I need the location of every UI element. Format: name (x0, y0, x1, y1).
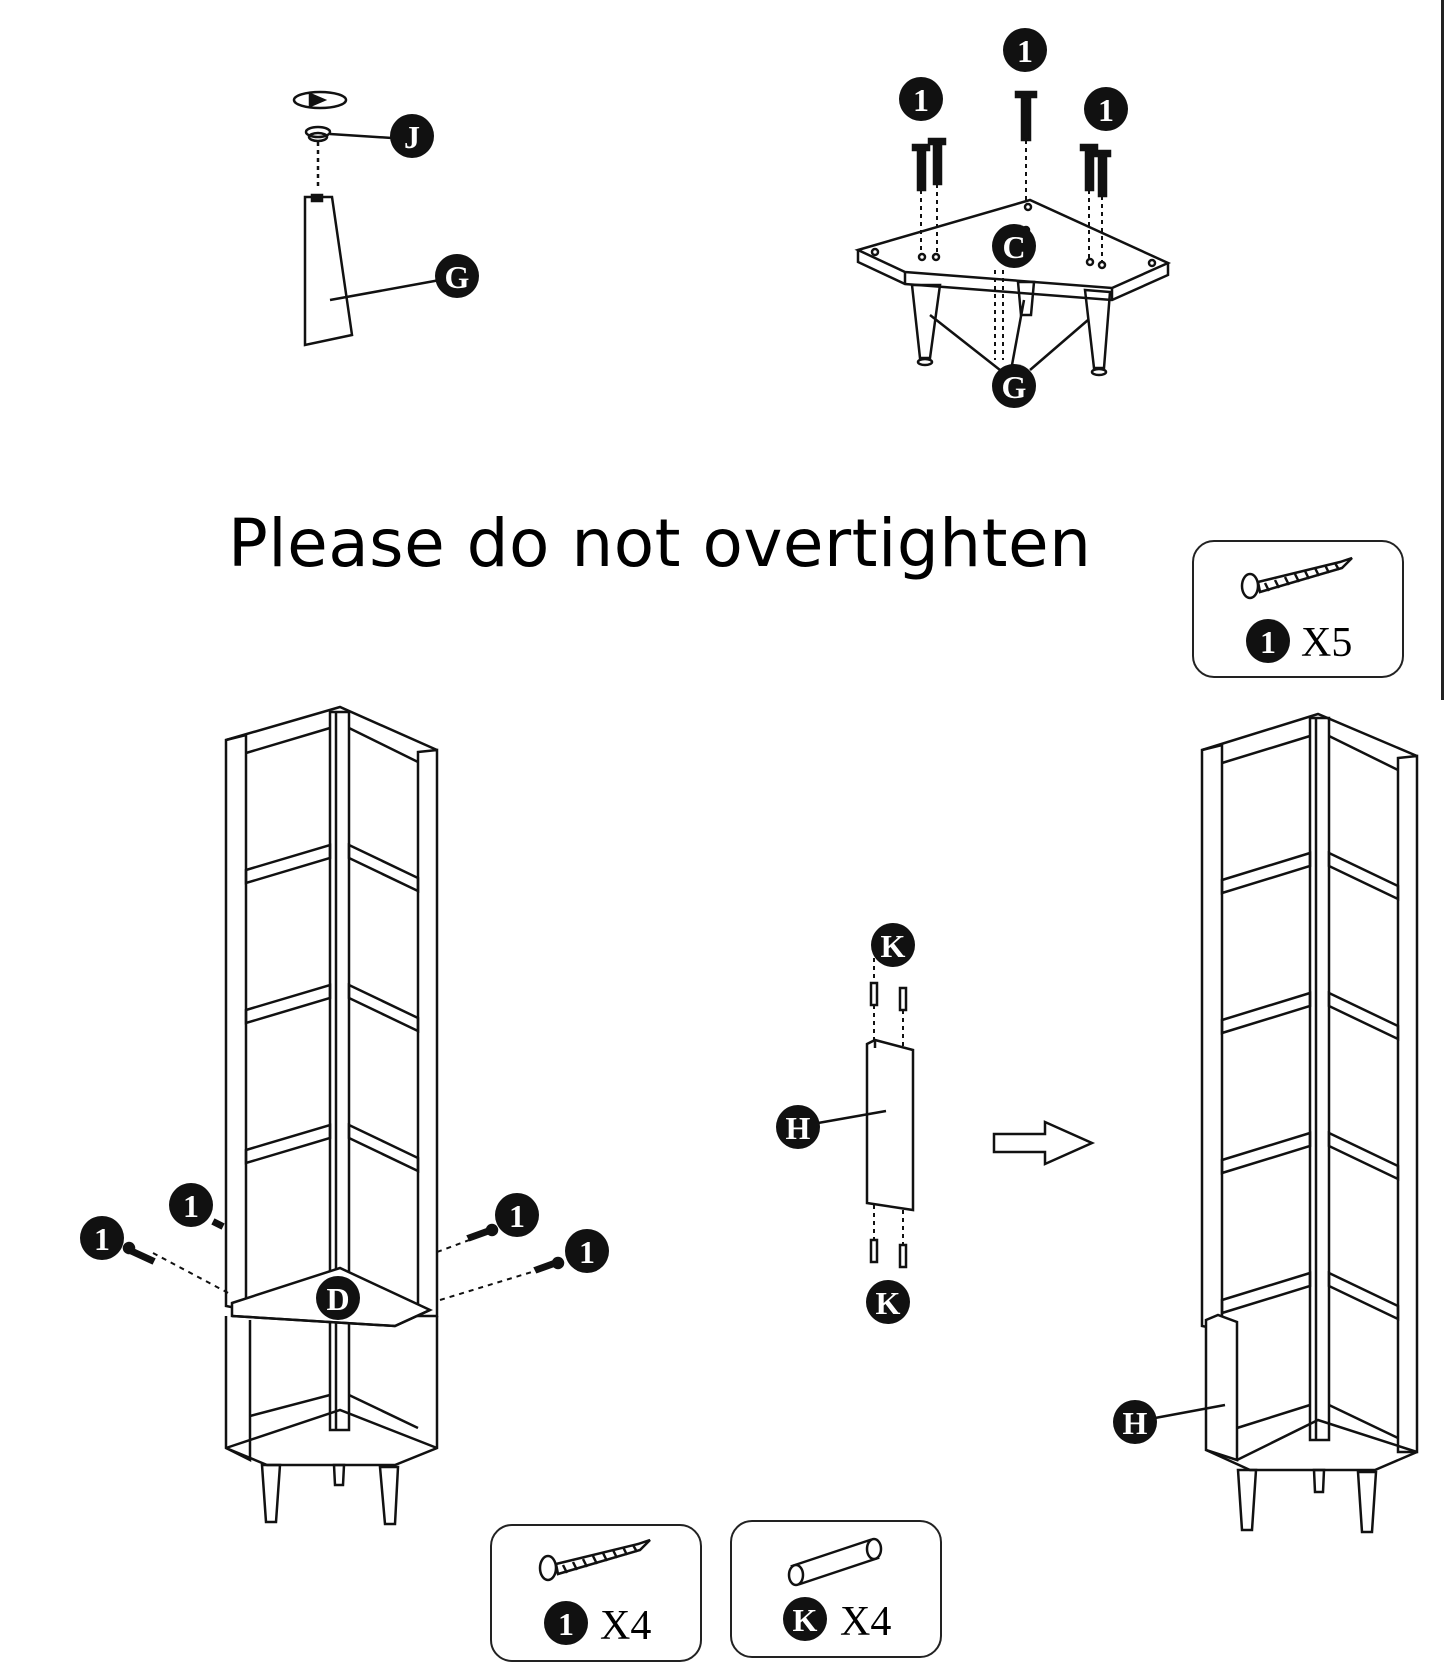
dowel-icon (787, 1537, 883, 1587)
svg-text:H: H (1123, 1405, 1148, 1441)
warning-heading: Please do not overtighten (228, 505, 1092, 582)
panel-detail (817, 958, 915, 1269)
svg-text:K: K (876, 1285, 901, 1321)
svg-text:1: 1 (509, 1198, 525, 1234)
svg-text:1: 1 (183, 1188, 199, 1224)
badge-K-box: K (783, 1597, 827, 1641)
badge-G-base: G (992, 364, 1036, 408)
svg-text:K: K (793, 1602, 818, 1638)
svg-text:H: H (786, 1110, 811, 1146)
hardware-box-screws-x5 (1192, 540, 1404, 678)
badge-1-top: 1 (1003, 28, 1047, 72)
badge-D: D (316, 1276, 360, 1320)
svg-text:D: D (326, 1281, 349, 1317)
hardware-box-screws-x4 (490, 1524, 702, 1662)
page-edge-line (1441, 0, 1444, 700)
badge-j-text: J (404, 119, 420, 155)
box-bottom-left-count: X4 (600, 1603, 651, 1649)
right-arrow-icon (992, 1120, 1096, 1166)
leg-g-icon (303, 195, 354, 347)
svg-text:1: 1 (579, 1234, 595, 1270)
screw-icon (538, 1538, 651, 1582)
badge-C: C (992, 224, 1036, 268)
dowel-k-top-right (898, 986, 908, 1012)
badge-K-bottom: K (866, 1280, 910, 1324)
svg-text:1: 1 (1017, 33, 1033, 69)
foot-pad-icon (304, 125, 332, 139)
badge-1-left-a: 1 (80, 1216, 124, 1260)
badge-1-right-a: 1 (495, 1193, 539, 1237)
leg-detail (292, 90, 441, 347)
badge-1-left: 1 (899, 77, 943, 121)
svg-text:1: 1 (1098, 92, 1114, 128)
svg-text:1: 1 (558, 1606, 574, 1642)
left-shelf-unit (122, 705, 565, 1526)
box-top-count: X5 (1301, 620, 1352, 666)
svg-text:1: 1 (1260, 624, 1276, 660)
svg-text:K: K (881, 928, 906, 964)
svg-text:G: G (445, 259, 470, 295)
svg-text:G: G (1002, 369, 1027, 405)
box-bottom-right-count: X4 (840, 1599, 891, 1645)
dowel-k-top-left (869, 981, 879, 1007)
svg-text:C: C (1002, 229, 1025, 265)
badge-1-right-b: 1 (565, 1229, 609, 1273)
badge-J: J (390, 114, 434, 158)
badge-K-top: K (871, 923, 915, 967)
svg-text:1: 1 (94, 1221, 110, 1257)
badge-1-box-top: 1 (1246, 619, 1290, 663)
screw-icon (1240, 556, 1353, 600)
badge-1-right: 1 (1084, 87, 1128, 131)
badge-1-box-bottom: 1 (544, 1601, 588, 1645)
badge-G-leg: G (435, 254, 479, 298)
badge-1-left-b: 1 (169, 1183, 213, 1227)
hardware-box-dowels-x4 (730, 1520, 942, 1658)
badge-H-installed: H (1113, 1400, 1157, 1444)
svg-text:1: 1 (913, 82, 929, 118)
badge-H-detail: H (776, 1105, 820, 1149)
right-shelf-unit (1154, 712, 1419, 1534)
